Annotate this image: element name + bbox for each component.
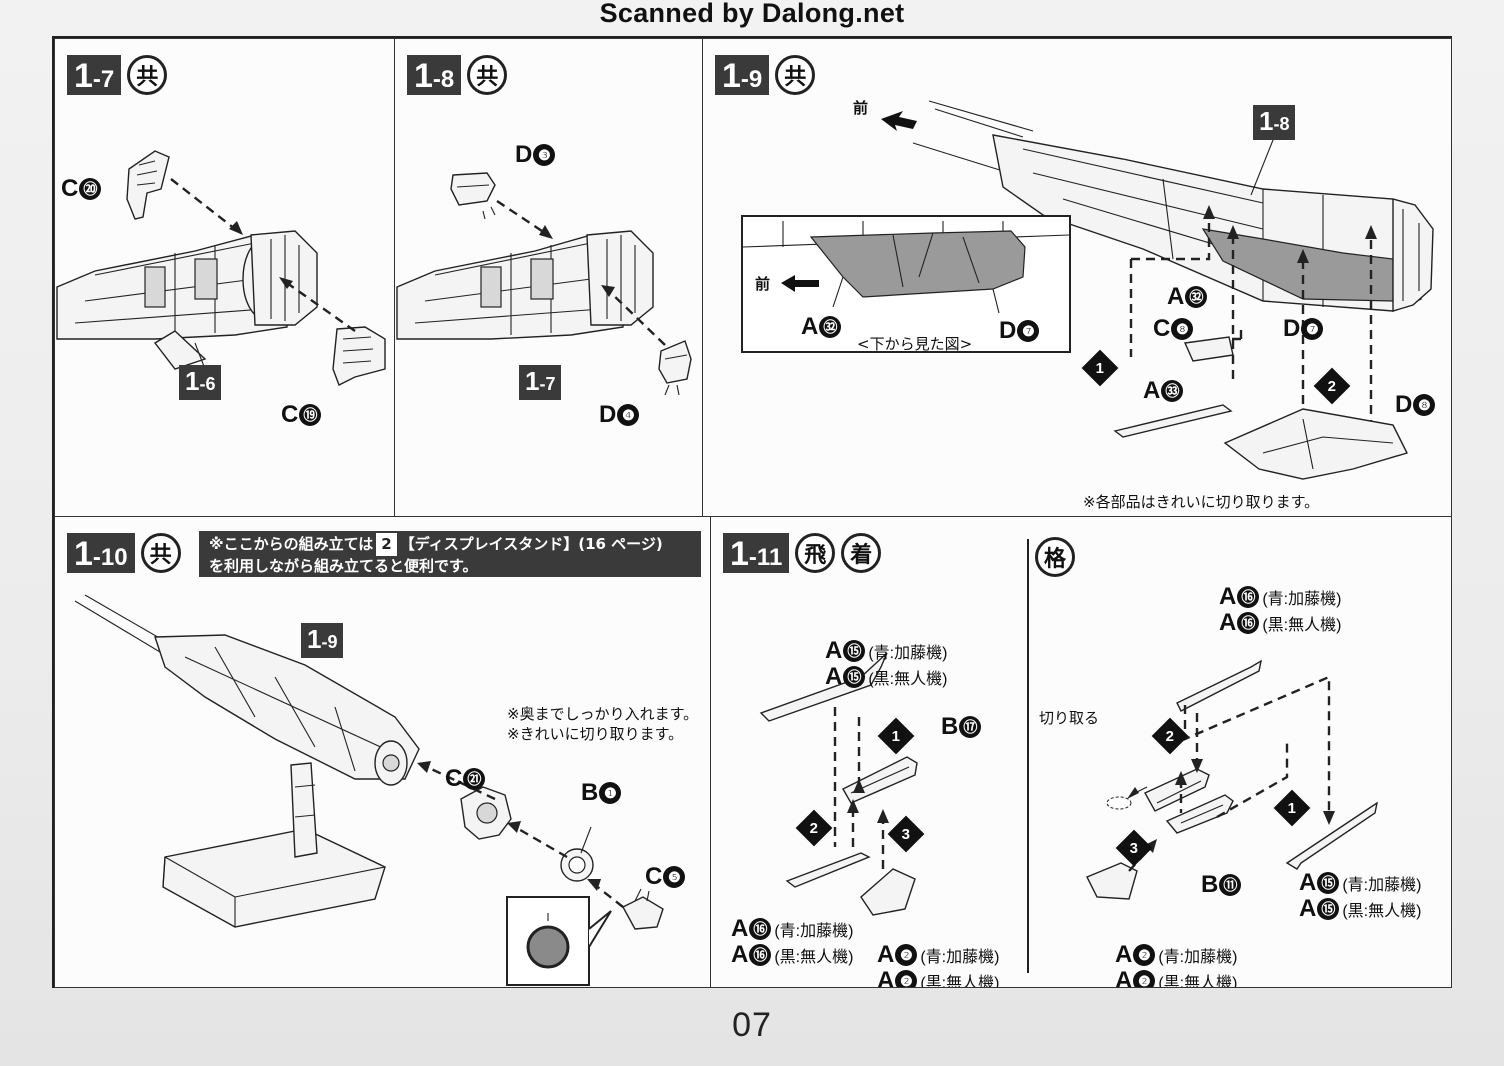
- step-1-8-header: 1-8 共: [407, 55, 508, 95]
- cut-cleanly-note: ※きれいに切り取ります。: [507, 725, 684, 743]
- reference-step-tag: 1-8: [1253, 105, 1296, 140]
- reference-step-tag: 1-9: [301, 623, 344, 658]
- step-number: 1-11: [723, 533, 790, 573]
- panel-divider: [1027, 539, 1029, 973]
- step-1-10-header: 1-10 共: [67, 533, 181, 573]
- front-arrow-icon: [881, 111, 917, 131]
- step-1-10-illustration: [74, 594, 664, 986]
- step-1-7-header: 1-7 共: [67, 55, 168, 95]
- front-arrow-icon: [781, 275, 819, 292]
- step-1-11-header: 1-11 飛 着: [723, 533, 882, 573]
- insert-fully-note: ※奥までしっかり入れます。: [507, 705, 699, 723]
- bottom-view-illustration: [743, 221, 1069, 314]
- inset-caption: <下から見た図>: [857, 335, 973, 353]
- front-direction-label: 前: [853, 99, 869, 117]
- step-1-11-panel: 1-11 飛 着 格: [710, 516, 1452, 988]
- step-1-9-illustration: [881, 100, 1434, 480]
- common-badge-icon: 共: [140, 533, 181, 573]
- flight-mode-badge-icon: 飛: [795, 533, 836, 573]
- page-number: 07: [732, 1006, 772, 1044]
- step-1-9-panel: 1-9 共 前: [702, 38, 1452, 518]
- step-1-8-illustration: [396, 172, 692, 396]
- landing-mode-badge-icon: 着: [841, 533, 882, 573]
- step-number: 1-8: [407, 55, 462, 95]
- reference-step-tag: 1-6: [179, 365, 222, 400]
- battle-mode-badge-icon: 格: [1035, 537, 1075, 577]
- common-badge-icon: 共: [467, 55, 508, 95]
- front-direction-label: 前: [755, 275, 771, 293]
- step-1-9-header: 1-9 共: [715, 55, 816, 95]
- cut-off-label: 切り取る: [1039, 709, 1100, 727]
- common-badge-icon: 共: [775, 55, 816, 95]
- step-number: 1-10: [67, 533, 135, 573]
- common-badge-icon: 共: [127, 55, 168, 95]
- step-1-7-illustration: [56, 150, 386, 386]
- step-number: 1-7: [67, 55, 122, 95]
- scan-credit: Scanned by Dalong.net: [599, 0, 905, 28]
- reference-step-tag: 1-7: [519, 365, 562, 400]
- cut-note: ※各部品はきれいに切り取ります。: [1083, 493, 1320, 511]
- step-number: 1-9: [715, 55, 770, 95]
- step-1-11-illustration: [759, 652, 1379, 916]
